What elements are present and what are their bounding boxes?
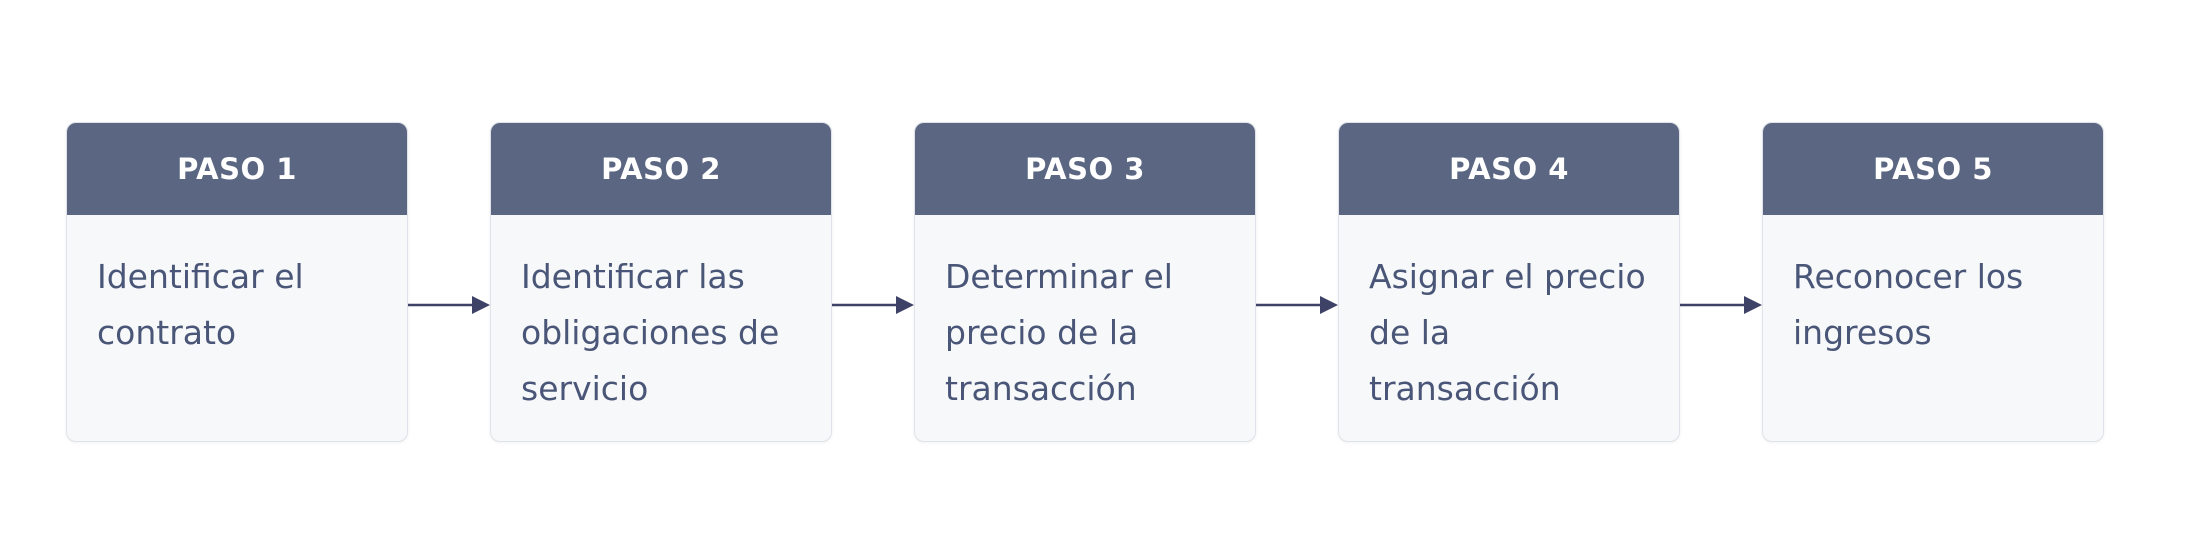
step-text-2: Identificar las obligaciones de servicio [521,257,780,408]
step-text-3: Determinar el precio de la transacción [945,257,1173,408]
arrow-2-to-3 [832,296,914,314]
step-card-5: PASO 5 Reconocer los ingresos [1762,122,2104,442]
step-label-2: PASO 2 [491,123,831,215]
step-card-1: PASO 1 Identificar el contrato [66,122,408,442]
arrow-3-to-4 [1256,296,1338,314]
step-text-5: Reconocer los ingresos [1793,257,2024,352]
arrow-1-to-2 [408,296,490,314]
step-card-2: PASO 2 Identificar las obligaciones de s… [490,122,832,442]
step-label-4: PASO 4 [1339,123,1679,215]
step-label-1: PASO 1 [67,123,407,215]
step-card-3: PASO 3 Determinar el precio de la transa… [914,122,1256,442]
step-text-4: Asignar el precio de la transacción [1369,257,1646,408]
step-text-1: Identificar el contrato [97,257,304,352]
step-card-4: PASO 4 Asignar el precio de la transacci… [1338,122,1680,442]
step-label-5: PASO 5 [1763,123,2103,215]
step-label-3: PASO 3 [915,123,1255,215]
arrow-4-to-5 [1680,296,1762,314]
